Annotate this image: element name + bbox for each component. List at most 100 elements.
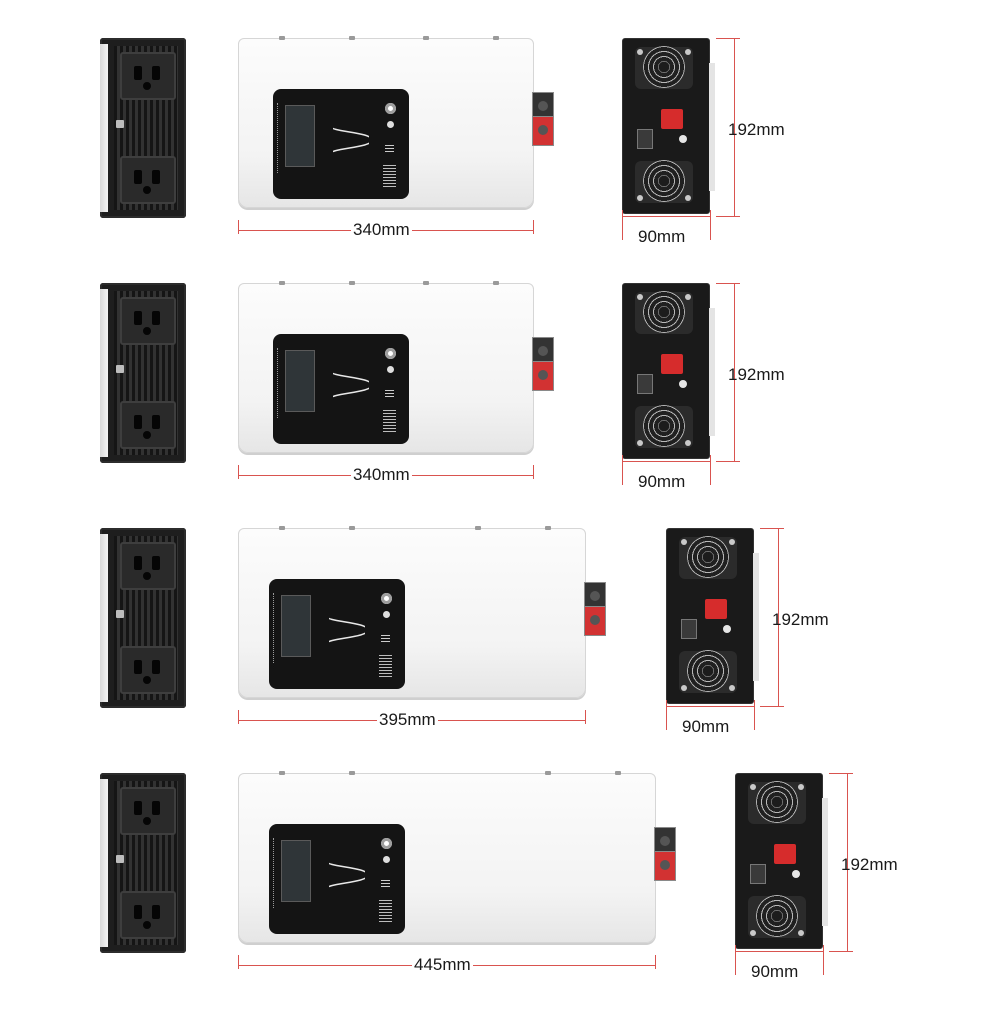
ac-outlet-icon [120, 646, 176, 694]
negative-terminal [637, 129, 653, 149]
width-dimension-line [666, 706, 754, 707]
battery-terminal-icon [532, 337, 554, 367]
length-label: 340mm [351, 220, 412, 240]
front-housing-view [238, 526, 586, 698]
end-cap-strip [100, 289, 108, 457]
indicator-led-icon [383, 856, 390, 863]
housing-screw [615, 771, 621, 775]
lcd-control-panel [269, 824, 405, 934]
height-dimension-line [778, 528, 779, 706]
battery-terminal-icon [532, 116, 554, 146]
variant-row: 395mm 192mm 90mm [0, 526, 1000, 773]
dimension-tick [622, 210, 623, 240]
speaker-grille [379, 655, 392, 677]
end-cap-strip [100, 779, 108, 947]
status-led-strip [385, 388, 394, 397]
power-button-icon [381, 838, 392, 849]
panel-print [277, 103, 288, 173]
dimension-tick [716, 283, 740, 284]
lcd-control-panel [273, 334, 409, 444]
battery-end-view [666, 528, 759, 704]
side-rail [822, 798, 828, 926]
outlet-end-view [100, 528, 186, 708]
power-button-icon [381, 593, 392, 604]
power-button-icon [385, 103, 396, 114]
fan-grille-icon [635, 291, 693, 334]
lcd-screen [281, 840, 311, 902]
lcd-control-panel [269, 579, 405, 689]
housing-screw [279, 526, 285, 530]
status-led-strip [381, 633, 390, 642]
side-rail [709, 63, 715, 191]
housing-screw [349, 36, 355, 40]
fan-grille-icon [748, 781, 806, 824]
sine-wave-icon [329, 615, 365, 645]
variant-row: 445mm 192mm 90mm [0, 771, 1000, 1018]
dimension-tick [754, 700, 755, 730]
height-dimension-line [734, 283, 735, 461]
dimension-tick [710, 455, 711, 485]
variant-row: 340mm 192mm 90mm [0, 36, 1000, 283]
outlet-end-view [100, 38, 186, 218]
indicator-led-icon [383, 611, 390, 618]
height-dimension-line [847, 773, 848, 951]
dimension-tick [238, 955, 239, 969]
sine-wave-icon [329, 860, 365, 890]
width-dimension-line [735, 951, 823, 952]
sine-wave-icon [333, 125, 369, 155]
negative-terminal [637, 374, 653, 394]
fan-grille-icon [635, 405, 693, 448]
length-label: 445mm [412, 955, 473, 975]
height-label: 192mm [728, 365, 785, 384]
dimension-tick [655, 955, 656, 969]
dimension-tick [238, 710, 239, 724]
ac-outlet-icon [120, 297, 176, 345]
ac-outlet-icon [120, 787, 176, 835]
dimension-tick [760, 528, 784, 529]
variant-row: 340mm 192mm 90mm [0, 281, 1000, 528]
battery-terminal-icon [654, 851, 676, 881]
positive-terminal [661, 354, 683, 374]
negative-terminal [681, 619, 697, 639]
panel-print [273, 838, 284, 908]
power-switch-icon [116, 120, 124, 128]
fan-grille-icon [679, 650, 737, 693]
side-rail [709, 308, 715, 436]
positive-terminal [705, 599, 727, 619]
dimension-tick [710, 210, 711, 240]
battery-end-view [735, 773, 828, 949]
ac-outlet-icon [120, 401, 176, 449]
housing-screw [279, 281, 285, 285]
end-cap-strip [100, 44, 108, 212]
ac-outlet-icon [120, 891, 176, 939]
sine-wave-icon [333, 370, 369, 400]
fan-grille-icon [635, 160, 693, 203]
power-switch-icon [116, 365, 124, 373]
housing-screw [349, 526, 355, 530]
housing-screw [493, 36, 499, 40]
dimension-tick [622, 455, 623, 485]
side-rail [753, 553, 759, 681]
housing-screw [545, 526, 551, 530]
indicator-led-icon [387, 366, 394, 373]
length-label: 340mm [351, 465, 412, 485]
battery-end-view [622, 38, 715, 214]
height-dimension-line [734, 38, 735, 216]
housing-screw [279, 36, 285, 40]
power-switch-icon [116, 855, 124, 863]
indicator-led-icon [387, 121, 394, 128]
ground-stud [679, 135, 687, 143]
housing-screw [349, 281, 355, 285]
dimension-tick [829, 773, 853, 774]
negative-terminal [750, 864, 766, 884]
width-label: 90mm [638, 227, 686, 246]
panel-print [277, 348, 288, 418]
battery-terminal-icon [532, 361, 554, 391]
lcd-screen [281, 595, 311, 657]
housing-screw [423, 281, 429, 285]
lcd-screen [285, 350, 315, 412]
end-cap-strip [100, 534, 108, 702]
dimension-tick [823, 945, 824, 975]
dimension-tick [716, 38, 740, 39]
power-switch-icon [116, 610, 124, 618]
